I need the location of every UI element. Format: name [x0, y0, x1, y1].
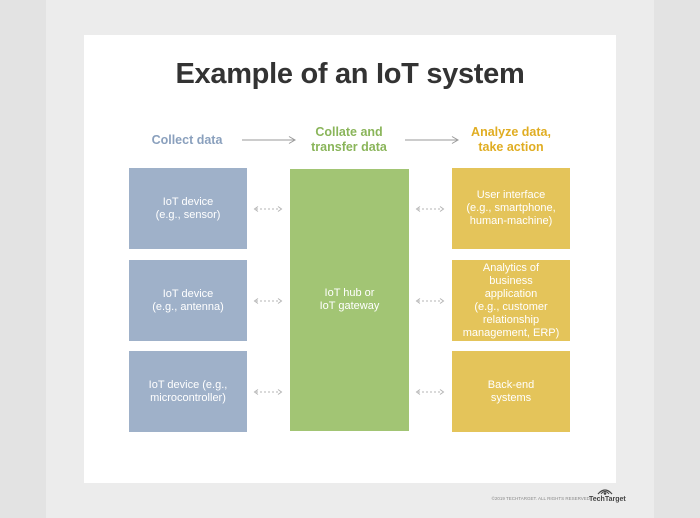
column-heading-collect: Collect data [128, 133, 246, 148]
column-heading-collate: Collate and transfer data [290, 125, 408, 155]
box-text-line: IoT device (e.g., [148, 378, 228, 391]
logo-eye-icon [597, 489, 613, 495]
iot-device-sensor-box: IoT device (e.g., sensor) [129, 168, 247, 249]
bidirectional-arrow-icon [415, 298, 445, 304]
iot-hub-gateway-box: IoT hub or IoT gateway [290, 169, 409, 431]
user-interface-box: User interface (e.g., smartphone, human-… [452, 168, 570, 249]
column-heading-line: transfer data [311, 140, 387, 154]
box-text-line: relationship [482, 313, 540, 326]
box-text-line: (e.g., sensor) [155, 208, 221, 221]
box-text-line: human-machine) [469, 215, 553, 227]
column-heading-line: Collate and [315, 125, 383, 139]
box-text-line: IoT hub or [324, 287, 375, 299]
box-text-line: microcontroller) [150, 391, 226, 404]
box-text-line: (e.g., smartphone, [466, 202, 556, 214]
background-stripe-right [654, 0, 700, 518]
diagram-title: Example of an IoT system [175, 58, 525, 90]
box-text-line: User interface [476, 189, 546, 201]
back-end-systems-box: Back-end systems [452, 351, 570, 432]
box-text-line: management, ERP) [462, 326, 560, 339]
flow-arrow-right-icon [405, 136, 459, 144]
bidirectional-arrow-icon [253, 206, 283, 212]
iot-device-antenna-box: IoT device (e.g., antenna) [129, 260, 247, 341]
column-heading-line: Analyze data, [471, 125, 551, 139]
box-text-line: IoT gateway [319, 300, 380, 312]
box-text-line: systems [490, 391, 532, 404]
box-text-line: Analytics of [482, 261, 540, 274]
column-heading-line: Collect data [151, 133, 223, 147]
flow-arrow-right-icon [242, 136, 296, 144]
box-text-line: Back-end [487, 378, 535, 391]
bidirectional-arrow-icon [415, 389, 445, 395]
box-text-line: IoT device [162, 287, 214, 300]
business-analytics-box: Analytics of business application (e.g.,… [452, 260, 570, 341]
box-text-line: business [489, 274, 533, 287]
box-text-line: IoT device [162, 195, 214, 208]
column-heading-line: take action [478, 140, 544, 154]
bidirectional-arrow-icon [415, 206, 445, 212]
column-heading-analyze: Analyze data, take action [452, 125, 570, 155]
box-text-line: (e.g., antenna) [152, 300, 224, 313]
bidirectional-arrow-icon [253, 389, 283, 395]
techtarget-logo: TechTarget [589, 488, 626, 508]
iot-device-microcontroller-box: IoT device (e.g., microcontroller) [129, 351, 247, 432]
box-text-line: (e.g., customer [474, 300, 548, 313]
bidirectional-arrow-icon [253, 298, 283, 304]
logo-text: TechTarget [589, 496, 626, 503]
box-text-line: application [484, 287, 538, 300]
background-stripe-left [0, 0, 46, 518]
copyright-notice: ©2019 TECHTARGET. ALL RIGHTS RESERVED [491, 496, 590, 501]
